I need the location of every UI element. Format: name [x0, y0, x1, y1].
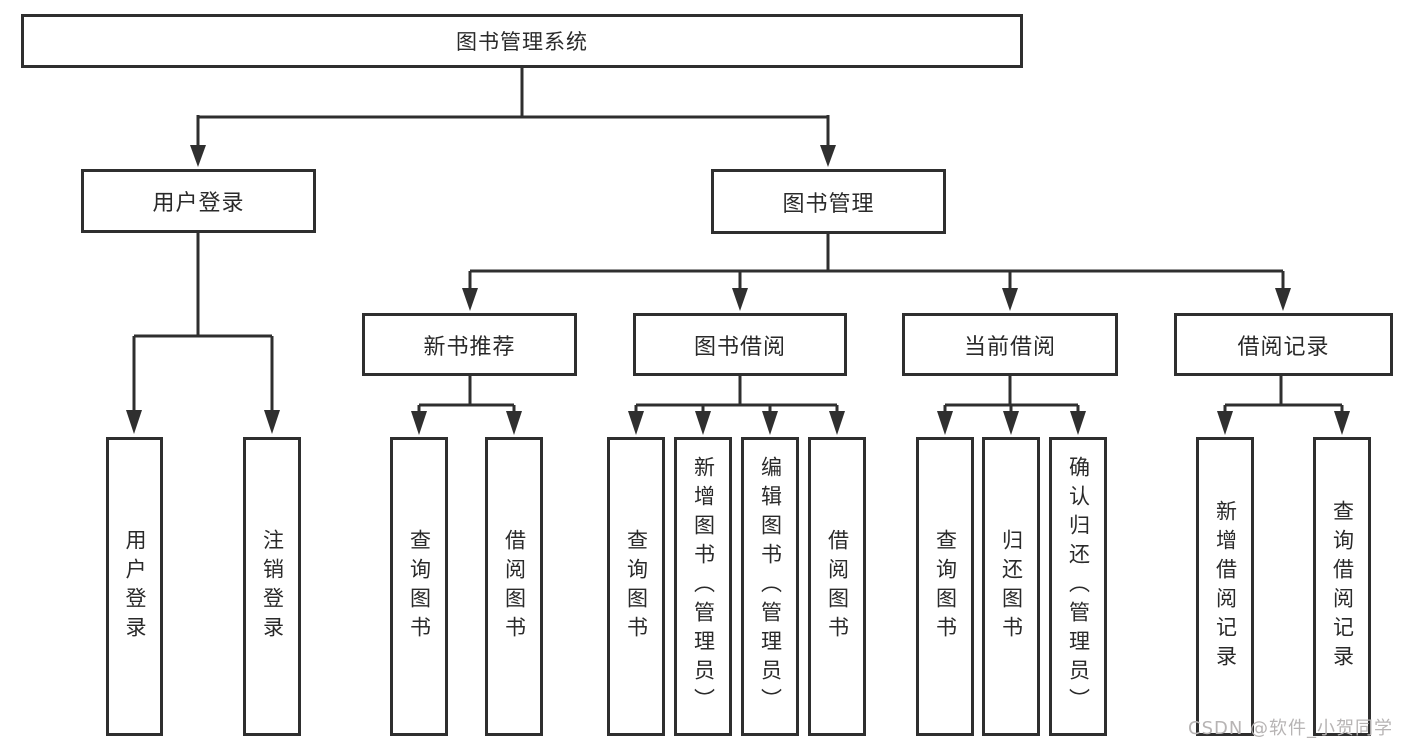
leaf-confirm-return-admin-label: 确认归还（管理员） [1066, 456, 1091, 717]
leaf-user-login: 用户登录 [106, 437, 163, 736]
leaf-query-borrow-record-label: 查询借阅记录 [1330, 499, 1355, 674]
node-book-management: 图书管理 [711, 169, 946, 234]
node-book-management-label: 图书管理 [782, 191, 875, 217]
node-user-login: 用户登录 [81, 169, 316, 233]
leaf-query-borrow-record: 查询借阅记录 [1313, 437, 1371, 736]
node-root: 图书管理系统 [21, 14, 1023, 68]
node-borrow-record: 借阅记录 [1174, 313, 1393, 376]
leaf-add-borrow-record: 新增借阅记录 [1196, 437, 1254, 736]
leaf-query-books-current-label: 查询图书 [933, 528, 958, 645]
node-root-label: 图书管理系统 [456, 30, 588, 54]
leaf-borrow-books: 借阅图书 [808, 437, 866, 736]
node-new-book-recommend: 新书推荐 [362, 313, 577, 376]
leaf-edit-books-admin: 编辑图书（管理员） [741, 437, 799, 736]
node-user-login-label: 用户登录 [152, 191, 245, 216]
leaf-return-books: 归还图书 [982, 437, 1040, 736]
leaf-borrow-books-recommend-label: 借阅图书 [502, 528, 527, 645]
node-book-borrow-label: 图书借阅 [693, 334, 786, 360]
node-borrow-record-label: 借阅记录 [1237, 334, 1330, 360]
leaf-borrow-books-label: 借阅图书 [825, 528, 850, 645]
node-book-borrow: 图书借阅 [633, 313, 847, 376]
leaf-confirm-return-admin: 确认归还（管理员） [1049, 437, 1107, 736]
leaf-logout-label: 注销登录 [260, 528, 285, 645]
csdn-watermark: CSDN @软件_小贺同学 [1188, 718, 1394, 739]
leaf-query-books-borrow: 查询图书 [607, 437, 665, 736]
node-current-borrow-label: 当前借阅 [963, 334, 1056, 360]
leaf-user-login-label: 用户登录 [123, 528, 147, 645]
leaf-borrow-books-recommend: 借阅图书 [485, 437, 543, 736]
node-new-book-recommend-label: 新书推荐 [423, 334, 516, 360]
leaf-add-books-admin: 新增图书（管理员） [674, 437, 732, 736]
leaf-logout: 注销登录 [243, 437, 301, 736]
leaf-add-books-admin-label: 新增图书（管理员） [691, 456, 716, 717]
leaf-return-books-label: 归还图书 [999, 528, 1024, 645]
leaf-query-books-borrow-label: 查询图书 [624, 528, 649, 645]
leaf-query-books-current: 查询图书 [916, 437, 974, 736]
leaf-edit-books-admin-label: 编辑图书（管理员） [758, 456, 783, 717]
leaf-query-books-recommend: 查询图书 [390, 437, 448, 736]
leaf-add-borrow-record-label: 新增借阅记录 [1213, 499, 1238, 674]
node-current-borrow: 当前借阅 [902, 313, 1118, 376]
leaf-query-books-recommend-label: 查询图书 [407, 528, 432, 645]
